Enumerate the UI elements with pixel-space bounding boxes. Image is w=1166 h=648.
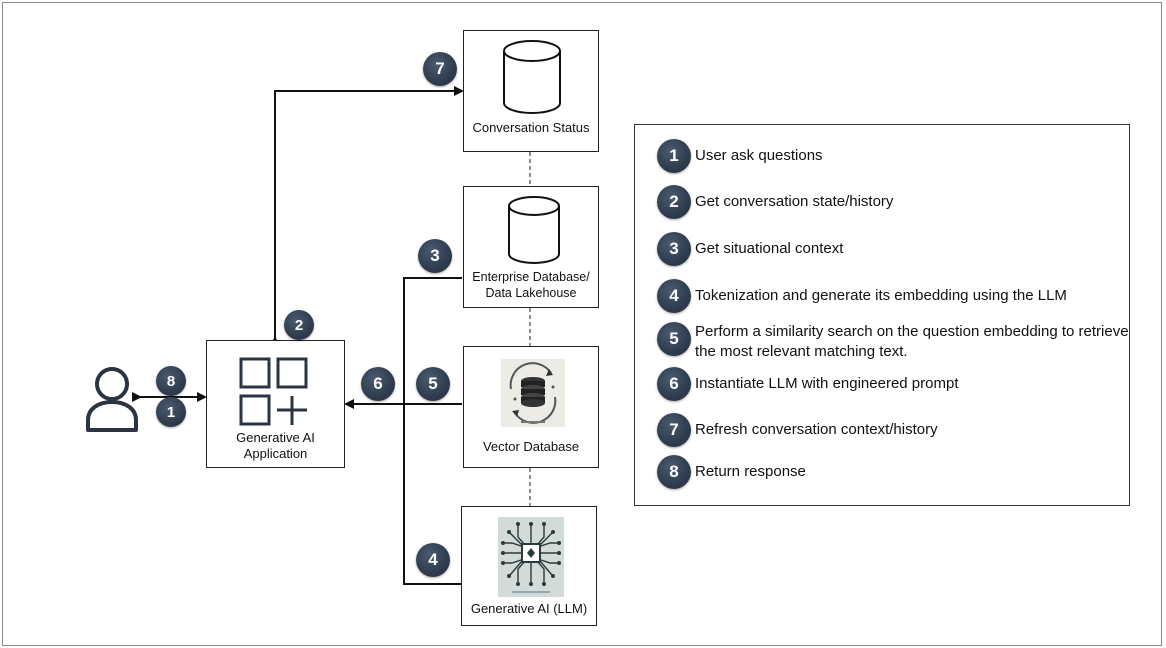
- enterprise-database-node: Enterprise Database/ Data Lakehouse: [463, 186, 599, 308]
- line-enterprise-bus: [403, 277, 462, 585]
- cylinder-database-icon: [508, 196, 560, 264]
- vector-database-label: Vector Database: [482, 439, 580, 454]
- legend-badge: 5: [657, 322, 691, 356]
- apps-grid-icon: [239, 357, 308, 426]
- legend-badge: 7: [657, 413, 691, 447]
- legend-badge: 2: [657, 185, 691, 219]
- vector-database-node: Vector Database: [463, 346, 599, 468]
- generative-ai-llm-node: Generative AI (LLM): [461, 506, 597, 626]
- step-badge-2: 2: [284, 310, 314, 340]
- llm-label: Generative AI (LLM): [470, 601, 588, 616]
- legend-item: 4 Tokenization and generate its embeddin…: [657, 279, 1135, 313]
- enterprise-database-label: Enterprise Database/ Data Lakehouse: [472, 270, 590, 300]
- legend-item: 5 Perform a similarity search on the que…: [657, 322, 1135, 362]
- step-badge-6: 6: [361, 367, 395, 401]
- ai-chip-icon: [498, 517, 564, 597]
- legend-item: 8 Return response: [657, 455, 1135, 489]
- legend-item: 7 Refresh conversation context/history: [657, 413, 1135, 447]
- step-badge-5: 5: [416, 367, 450, 401]
- legend-text: Get situational context: [695, 240, 844, 257]
- legend-text: Refresh conversation context/history: [695, 421, 938, 438]
- conversation-status-label: Conversation Status: [472, 120, 590, 135]
- step-badge-7: 7: [423, 52, 457, 86]
- legend-badge: 6: [657, 367, 691, 401]
- legend-item: 2 Get conversation state/history: [657, 185, 1135, 219]
- legend-item: 1 User ask questions: [657, 139, 1135, 173]
- legend-text: User ask questions: [695, 147, 823, 164]
- step-badge-3: 3: [418, 239, 452, 273]
- legend-text: Perform a similarity search on the quest…: [695, 323, 1129, 360]
- cylinder-database-icon: [503, 40, 561, 114]
- legend-badge: 3: [657, 232, 691, 266]
- step-badge-1: 1: [156, 397, 186, 427]
- steps-legend: 1 User ask questions 2 Get conversation …: [634, 124, 1130, 506]
- legend-badge: 8: [657, 455, 691, 489]
- conversation-status-node: Conversation Status: [463, 30, 599, 152]
- step-badge-4: 4: [416, 543, 450, 577]
- legend-text: Instantiate LLM with engineered prompt: [695, 375, 959, 392]
- legend-badge: 4: [657, 279, 691, 313]
- arrow-app-status: [270, 86, 464, 346]
- step-badge-8: 8: [156, 366, 186, 396]
- vector-database-icon: [501, 359, 565, 427]
- legend-item: 6 Instantiate LLM with engineered prompt: [657, 367, 1135, 401]
- legend-item: 3 Get situational context: [657, 232, 1135, 266]
- legend-text: Get conversation state/history: [695, 193, 894, 210]
- legend-text: Tokenization and generate its embedding …: [695, 287, 1067, 304]
- generative-ai-application-node: Generative AI Application: [206, 340, 345, 468]
- legend-text: Return response: [695, 463, 806, 480]
- app-label: Generative AI Application: [236, 430, 315, 461]
- legend-badge: 1: [657, 139, 691, 173]
- user-icon: [86, 367, 138, 432]
